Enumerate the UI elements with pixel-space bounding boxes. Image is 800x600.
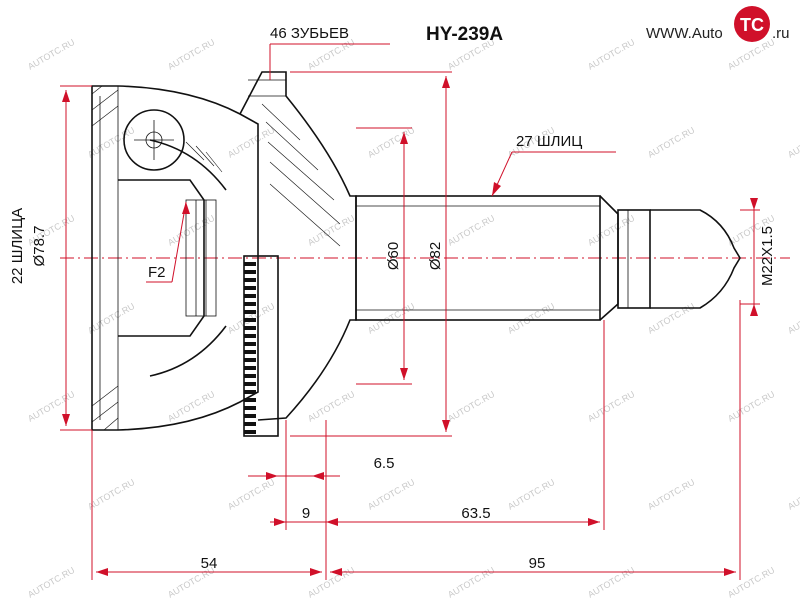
dim-54: 54 bbox=[96, 555, 322, 576]
abs-tooth bbox=[244, 342, 256, 346]
housing-hatch bbox=[91, 85, 119, 431]
f2-label: F2 bbox=[148, 264, 166, 281]
watermark-text: AUTOTC.RU bbox=[726, 37, 776, 72]
abs-tooth bbox=[244, 262, 256, 266]
abs-tooth bbox=[244, 430, 256, 434]
left-spline-note: 22 ШЛИЦА bbox=[9, 208, 26, 284]
dim-63-5: 63.5 bbox=[330, 505, 600, 526]
watermark-layer: AUTOTC.RU AUTOTC.RU AUTOTC.RU AUTOTC.RU AUTO… bbox=[26, 37, 800, 600]
dim-54-label: 54 bbox=[201, 555, 218, 572]
bell-neck bbox=[239, 71, 357, 421]
abs-tooth bbox=[244, 358, 256, 362]
watermark-text: AUTOTC.RU bbox=[306, 37, 356, 72]
abs-tooth bbox=[244, 310, 256, 314]
outer-diameter-label: Ø78.7 bbox=[31, 226, 48, 267]
abs-tooth bbox=[244, 270, 256, 274]
watermark-text: AUTOTC.RU bbox=[86, 125, 136, 160]
watermark-text: AUTOTC.RU bbox=[226, 477, 276, 512]
watermark-text: AUTOTC.RU bbox=[86, 477, 136, 512]
watermark-text: AUTOTC.RU bbox=[646, 477, 696, 512]
abs-tooth bbox=[244, 334, 256, 338]
watermark-text: AUTOTC.RU bbox=[446, 565, 496, 600]
watermark-text: AUTOTC.RU bbox=[726, 565, 776, 600]
dim-6-5: 6.5 bbox=[248, 455, 394, 480]
thread-label: M22X1.5 bbox=[759, 226, 776, 286]
abs-tooth bbox=[244, 398, 256, 402]
ball bbox=[123, 109, 185, 171]
watermark-text: AUTOTC.RU bbox=[586, 389, 636, 424]
watermark-text: AUTOTC.RU bbox=[726, 389, 776, 424]
teeth-note: 46 ЗУБЬЕВ bbox=[269, 25, 390, 80]
abs-tooth bbox=[244, 294, 256, 298]
dim-outer-diameter: Ø78.7 22 ШЛИЦА bbox=[9, 85, 92, 431]
dim-95: 95 bbox=[330, 555, 736, 576]
abs-tooth bbox=[244, 366, 256, 370]
abs-tooth bbox=[244, 414, 256, 418]
abs-tooth bbox=[244, 382, 256, 386]
abs-tooth bbox=[244, 406, 256, 410]
watermark-text: AUTOTC.RU bbox=[26, 565, 76, 600]
watermark-text: AUTOTC.RU bbox=[26, 37, 76, 72]
abs-tooth bbox=[244, 302, 256, 306]
abs-tooth bbox=[244, 278, 256, 282]
diameter-82-label: Ø82 bbox=[427, 242, 444, 270]
dim-95-label: 95 bbox=[529, 555, 546, 572]
watermark-text: AUTOTC.RU bbox=[166, 37, 216, 72]
watermark-text: AUTOTC.RU bbox=[646, 125, 696, 160]
abs-tooth bbox=[244, 374, 256, 378]
stub-shaft bbox=[355, 195, 741, 321]
abs-tooth bbox=[244, 326, 256, 330]
dim-thread: M22X1.5 bbox=[740, 198, 776, 316]
spline-note-label: 27 ШЛИЦ bbox=[516, 133, 582, 150]
diameter-60-label: Ø60 bbox=[385, 242, 402, 270]
watermark-text: AUTOTC.RU bbox=[586, 213, 636, 248]
watermark-text: AUTOTC.RU bbox=[166, 389, 216, 424]
dim-6-5-label: 6.5 bbox=[374, 455, 395, 472]
cage-hatch bbox=[185, 141, 223, 173]
f2-note: F2 bbox=[146, 201, 190, 283]
watermark-text: AUTOTC.RU bbox=[306, 389, 356, 424]
spline-note: 27 ШЛИЦ bbox=[491, 133, 616, 197]
watermark-text: AUTOTC.RU bbox=[506, 477, 556, 512]
abs-tooth bbox=[244, 286, 256, 290]
inner-race bbox=[118, 139, 227, 377]
teeth-note-label: 46 ЗУБЬЕВ bbox=[270, 25, 349, 42]
brand-logo-text: TC bbox=[740, 15, 764, 35]
dim-9-label: 9 bbox=[302, 505, 310, 522]
outer-housing bbox=[91, 85, 259, 431]
watermark-text: AUTOTC.RU bbox=[26, 389, 76, 424]
watermark-text: AUTOTC.RU bbox=[786, 301, 800, 336]
brand-logo-badge bbox=[734, 6, 770, 42]
dim-9: 9 bbox=[270, 505, 342, 526]
watermark-text: AUTOTC.RU bbox=[366, 125, 416, 160]
watermark-text: AUTOTC.RU bbox=[166, 213, 216, 248]
neck-hatch bbox=[261, 103, 341, 247]
watermark-text: AUTOTC.RU bbox=[786, 125, 800, 160]
abs-tooth bbox=[244, 350, 256, 354]
watermark-text: AUTOTC.RU bbox=[446, 389, 496, 424]
watermark-text: AUTOTC.RU bbox=[366, 477, 416, 512]
watermark-text: AUTOTC.RU bbox=[646, 301, 696, 336]
watermark-text: AUTOTC.RU bbox=[586, 37, 636, 72]
watermark-text: AUTOTC.RU bbox=[86, 301, 136, 336]
watermark-text: AUTOTC.RU bbox=[366, 301, 416, 336]
watermark-text: AUTOTC.RU bbox=[786, 477, 800, 512]
brand-url-suffix: .ru bbox=[772, 25, 790, 42]
part-number: HY-239A bbox=[426, 24, 503, 45]
brand-url-prefix: WWW.Auto bbox=[646, 25, 723, 42]
watermark-text: AUTOTC.RU bbox=[586, 565, 636, 600]
watermark-text: AUTOTC.RU bbox=[306, 213, 356, 248]
dim-diameter-60: Ø60 bbox=[356, 127, 412, 385]
dim-63-5-label: 63.5 bbox=[461, 505, 490, 522]
abs-tooth bbox=[244, 390, 256, 394]
watermark-text: AUTOTC.RU bbox=[446, 213, 496, 248]
abs-tooth bbox=[244, 422, 256, 426]
watermark-text: AUTOTC.RU bbox=[506, 301, 556, 336]
abs-tooth bbox=[244, 318, 256, 322]
abs-tone-ring bbox=[243, 255, 279, 437]
brand-logo: WWW.Auto TC .ru bbox=[646, 6, 790, 42]
dim-diameter-82: Ø82 bbox=[290, 71, 452, 437]
